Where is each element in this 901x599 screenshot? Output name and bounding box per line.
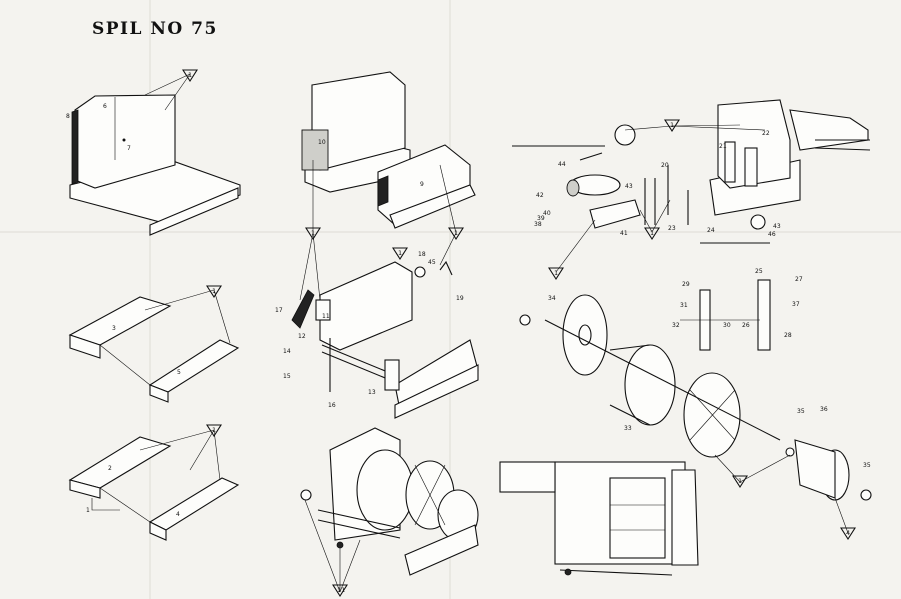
part-label: 16 [328, 402, 336, 409]
callout-label: 1 [212, 287, 216, 295]
part-label: 40 [543, 210, 551, 217]
step-assembled-side-view [499, 461, 699, 576]
part-label: 26 [742, 322, 750, 329]
step-side-plate-assembly [69, 94, 241, 236]
step-boards-3-5 [68, 296, 240, 403]
sheet-title: SPIL NO 75 [92, 19, 218, 39]
callout-label: 11 [337, 586, 345, 594]
callout-label: 1 [670, 121, 674, 129]
part-label: 43 [773, 223, 781, 230]
part-label: 33 [624, 425, 632, 432]
callout-label: 1 [650, 229, 654, 237]
part-label: 11 [322, 313, 330, 320]
part-label: 2 [108, 465, 112, 472]
step-drum-exploded [519, 279, 872, 501]
part-label: 20 [661, 162, 669, 169]
part-label: 23 [668, 225, 676, 232]
part-label: 19 [456, 295, 464, 302]
part-label: 4 [176, 511, 180, 518]
callout-label: 1 [554, 269, 558, 277]
part-label: 24 [707, 227, 715, 234]
part-label: 29 [682, 281, 690, 288]
part-label: 43 [625, 183, 633, 190]
part-label: 31 [680, 302, 688, 309]
callout-leaders [139, 73, 849, 593]
part-label: 1 [86, 507, 90, 514]
part-label: 44 [558, 161, 566, 168]
part-label: 39 [537, 215, 545, 222]
part-label: 46 [768, 231, 776, 238]
part-label: 30 [723, 322, 731, 329]
part-label: 7 [127, 145, 131, 152]
part-label: 35 [863, 462, 871, 469]
part-label: 42 [536, 192, 544, 199]
step-complete-winch [300, 427, 479, 576]
part-label: 37 [792, 301, 800, 308]
callout-label: 4 [846, 529, 850, 537]
part-label: 5 [177, 369, 181, 376]
part-label: 17 [275, 307, 283, 314]
part-label: 34 [548, 295, 556, 302]
part-label: 12 [298, 333, 306, 340]
step-boards-2-4 [68, 436, 240, 541]
part-label: 25 [755, 268, 763, 275]
part-label: 38 [534, 221, 542, 228]
part-label: 45 [428, 259, 436, 266]
part-label: 9 [420, 181, 424, 188]
part-label: 35 [797, 408, 805, 415]
part-label: 15 [283, 373, 291, 380]
part-label: 6 [103, 103, 107, 110]
part-label: 14 [283, 348, 291, 355]
callout-label: 1 [398, 249, 402, 257]
part-label: 36 [820, 406, 828, 413]
step-capstan-exploded [512, 99, 871, 244]
callout-label: 1 [212, 426, 216, 434]
part-label: 32 [672, 322, 680, 329]
part-labels: 8 6 7 10 9 3 5 2 1 4 17 12 14 15 16 13 1… [66, 103, 871, 518]
part-label: 18 [418, 251, 426, 258]
callout-label: 1 [738, 477, 742, 485]
step-frame-rods [291, 260, 479, 419]
part-label: 10 [318, 139, 326, 146]
part-label: 13 [368, 389, 376, 396]
part-label: 22 [762, 130, 770, 137]
callout-label: 1 [311, 229, 315, 237]
part-label: 8 [66, 113, 70, 120]
callout-label: 1 [188, 71, 192, 79]
part-label: 3 [112, 325, 116, 332]
callout-label: 1 [454, 229, 458, 237]
part-label: 41 [620, 230, 628, 237]
callout-triangles: 1 1 1 1 1 1 1 1 1 1 11 4 [181, 69, 857, 598]
part-label: 28 [784, 332, 792, 339]
part-label: 27 [795, 276, 803, 283]
step-housing-bracket [301, 71, 476, 229]
part-label: 21 [719, 143, 727, 150]
